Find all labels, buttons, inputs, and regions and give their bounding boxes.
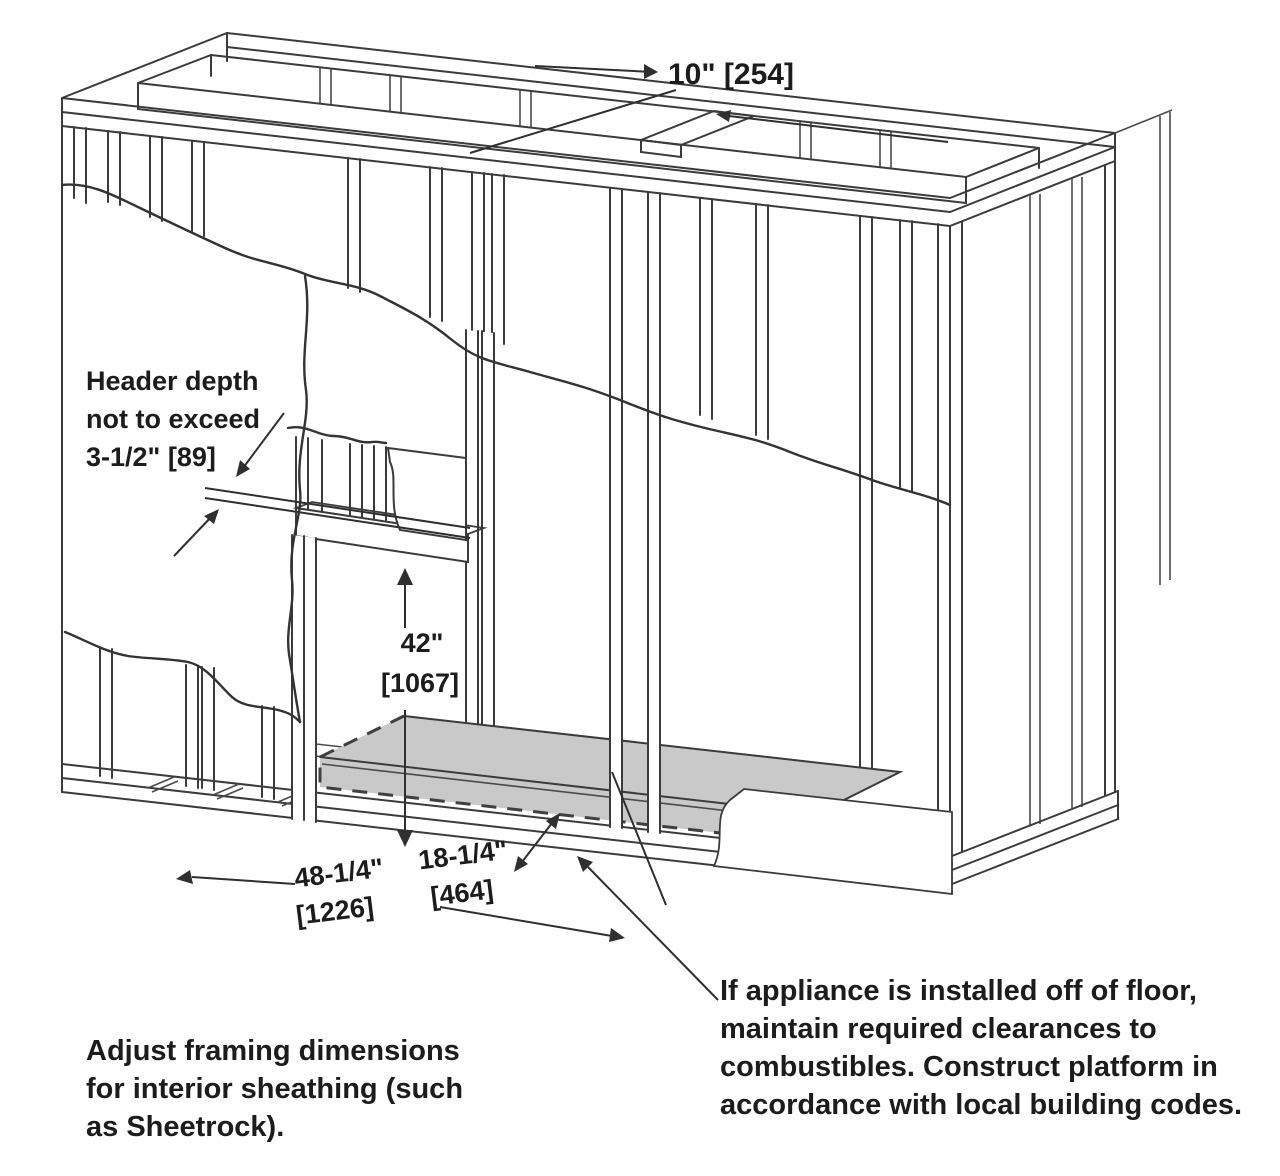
- right-side-wall: [937, 160, 1119, 885]
- front-wall-studs-upper: [73, 126, 913, 492]
- dim-framing-width-value: 48-1/4": [293, 853, 385, 894]
- dim-opening-height-value: 42": [401, 628, 444, 658]
- dim-platform-depth-value: 18-1/4": [417, 835, 509, 876]
- back-wall-studs: [465, 329, 873, 770]
- dim-header-note-line3: 3-1/2" [89]: [86, 442, 216, 472]
- note-platform-line3: combustibles. Construct platform in: [720, 1051, 1218, 1083]
- note-platform-line2: maintain required clearances to: [720, 1013, 1157, 1045]
- note-sheathing-line2: for interior sheathing (such: [86, 1073, 463, 1105]
- lower-left-stud-stubs: [99, 647, 275, 800]
- dim-top-depth-label: 10" [254]: [668, 58, 794, 91]
- dim-opening-height-metric: [1067]: [381, 668, 459, 698]
- dim-header-note-line1: Header depth: [86, 366, 259, 396]
- dim-framing-width-metric: [1226]: [294, 891, 375, 930]
- note-platform-line1: If appliance is installed off of floor,: [720, 975, 1197, 1007]
- top-opening-interior-studs: [319, 67, 892, 168]
- header-assembly: [286, 425, 488, 564]
- torn-sheathing-bottom-right: [712, 788, 953, 896]
- top-plate-ring: [61, 31, 1173, 585]
- dim-platform-depth-metric: [464]: [429, 874, 495, 911]
- dim-header-note-line2: not to exceed: [86, 404, 260, 434]
- note-sheathing-line3: as Sheetrock).: [86, 1111, 284, 1143]
- note-sheathing-line1: Adjust framing dimensions: [86, 1035, 460, 1067]
- opening-side-studs: [291, 381, 661, 834]
- left-sheathing-panel: [60, 97, 952, 793]
- note-platform-line4: accordance with local building codes.: [720, 1089, 1242, 1121]
- annotations: [173, 64, 949, 1001]
